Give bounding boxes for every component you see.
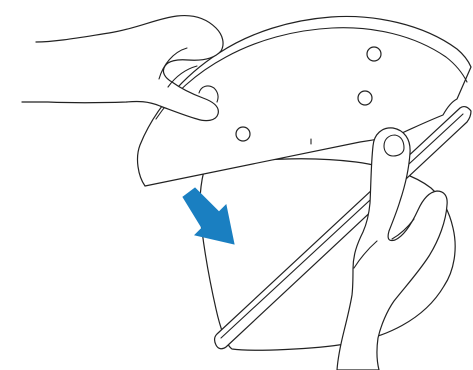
cover-hole-2 xyxy=(357,90,373,106)
left-hand-finger-2 xyxy=(167,65,198,88)
right-hand-knuckle-1 xyxy=(353,240,378,269)
cover-inner-edge xyxy=(155,27,468,120)
diagonal-panel-inner-line xyxy=(220,113,464,339)
cover-hole-1 xyxy=(366,46,382,62)
right-hand-thumbnail xyxy=(383,134,405,157)
left-hand-thumb xyxy=(198,85,219,103)
arrow-down-right-icon xyxy=(182,187,235,245)
cover-hole-3 xyxy=(235,126,251,142)
left-hand-finger-1 xyxy=(158,47,188,80)
left-hand xyxy=(21,14,224,122)
right-hand xyxy=(336,127,448,370)
right-hand-knuckle-2 xyxy=(391,218,415,240)
